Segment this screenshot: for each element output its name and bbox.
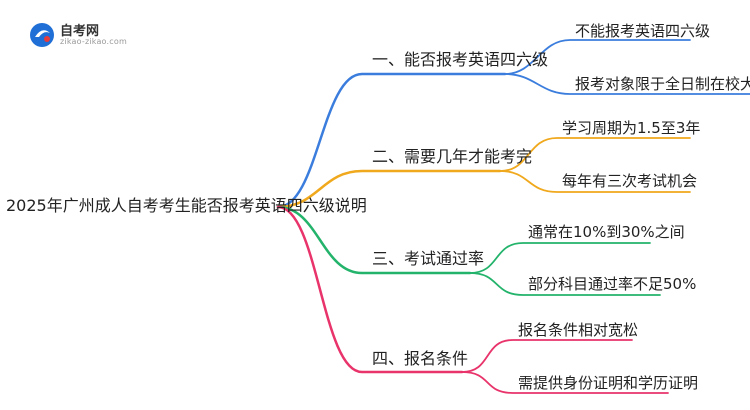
branch-2-connector bbox=[276, 169, 502, 209]
logo-name: 自考网 bbox=[60, 24, 100, 39]
branch-4-leaf-2-connector bbox=[461, 371, 669, 394]
branch-4-leaf-1: 报名条件相对宽松 bbox=[518, 321, 639, 339]
logo-url: zikao-zikao.com bbox=[60, 37, 127, 46]
branch-3-leaf-1: 通常在10%到30%之间 bbox=[528, 223, 685, 241]
site-logo: 自考网 zikao-zikao.com bbox=[28, 18, 148, 52]
branch-4-connector bbox=[276, 205, 464, 374]
branch-3-leaf-1-connector bbox=[469, 242, 651, 274]
branch-1-leaf-2-connector bbox=[504, 73, 750, 95]
branch-4-leaf-1-connector bbox=[461, 339, 633, 373]
branch-2-label: 二、需要几年才能考完 bbox=[372, 147, 533, 166]
root-topic: 2025年广州成人自考考生能否报考英语四六级说明 bbox=[6, 196, 367, 215]
branch-3-leaf-2: 部分科目通过率不足50% bbox=[528, 275, 697, 293]
branch-1-leaf-1-connector bbox=[504, 39, 691, 75]
branch-1-leaf-2: 报考对象限于全日制在校大学生 bbox=[575, 75, 750, 93]
branch-2-leaf-2-connector bbox=[499, 170, 691, 193]
branch-2-leaf-2: 每年有三次考试机会 bbox=[562, 172, 698, 190]
branch-4-label: 四、报名条件 bbox=[372, 349, 469, 368]
branch-2-leaf-1: 学习周期为1.5至3年 bbox=[562, 119, 701, 137]
branch-1-label: 一、能否报考英语四六级 bbox=[372, 50, 549, 69]
branch-2-leaf-1-connector bbox=[499, 137, 691, 172]
branch-3-connector bbox=[276, 205, 472, 275]
branch-1-connector bbox=[276, 72, 507, 209]
branch-1-leaf-1: 不能报考英语四六级 bbox=[575, 22, 711, 40]
branch-3-label: 三、考试通过率 bbox=[372, 249, 485, 268]
branch-4-leaf-2: 需提供身份证明和学历证明 bbox=[518, 374, 699, 392]
logo-icon bbox=[30, 23, 54, 47]
branch-3-leaf-2-connector bbox=[469, 272, 661, 296]
